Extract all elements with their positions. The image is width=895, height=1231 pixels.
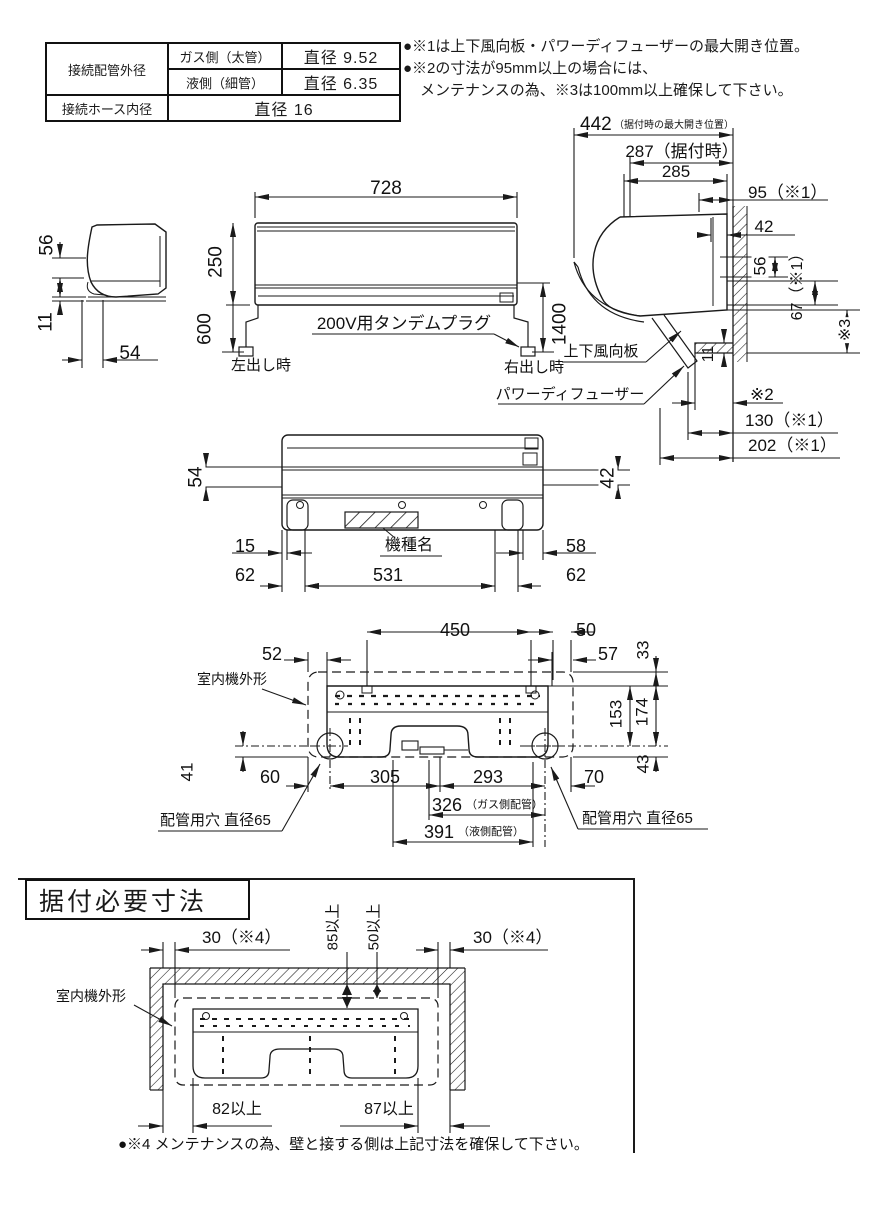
dim-54-left-view: 54 <box>119 343 141 364</box>
dim-62-right: 62 <box>565 565 587 585</box>
unit-outline-label-plate: 室内機外形 <box>197 671 267 687</box>
dim-250: 250 <box>205 246 227 278</box>
liquid-row-label: 液側（細管） <box>167 68 283 96</box>
pipe-hole-label-right: 配管用穴 直径65 <box>582 810 693 827</box>
dim-11-right-view: 11 <box>700 345 717 363</box>
dim-293: 293 <box>472 767 504 787</box>
dim-note2: ※2 <box>750 385 774 404</box>
dim-62-left: 62 <box>234 565 256 585</box>
liquid-row-value: 直径 6.35 <box>281 68 401 96</box>
dim-33: 33 <box>633 640 653 660</box>
install-section-title: 据付必要寸法 <box>39 887 208 916</box>
group-side-right-view <box>498 128 860 465</box>
dim-305: 305 <box>369 767 401 787</box>
note-1: ●※1は上下風向板・パワーディフューザーの最大開き位置。 <box>403 38 810 55</box>
dim-70: 70 <box>583 767 605 787</box>
dim-326-note: （ガス側配管） <box>466 799 543 811</box>
plug-label: 200V用タンデムプラグ <box>316 314 492 333</box>
dim-326: 326 <box>432 795 463 815</box>
group-rear-view <box>196 434 630 592</box>
unit-outline-label-install: 室内機外形 <box>56 988 126 1004</box>
note-2: ●※2の寸法が95mm以上の場合には、 <box>403 59 658 77</box>
right-outlet-label: 右出し時 <box>503 359 565 376</box>
dim-50-min: 50以上 <box>365 903 383 951</box>
pipe-od-label: 接続配管外径 <box>45 42 169 96</box>
dim-56-left-view: 56 <box>36 234 58 256</box>
dim-note3: ※3 <box>837 316 854 344</box>
dim-11-left-view: 11 <box>35 312 57 332</box>
dim-1400: 1400 <box>549 302 571 346</box>
group-front-view <box>222 192 554 357</box>
dim-130: 130（※1） <box>745 411 834 430</box>
model-name-label: 機種名 <box>384 537 434 554</box>
dim-153: 153 <box>606 697 626 731</box>
diffuser-label: パワーディフューザー <box>495 386 645 403</box>
dim-30-right: 30（※4） <box>473 928 553 947</box>
dim-287: 287（据付時） <box>625 142 739 161</box>
dim-57: 57 <box>597 644 619 664</box>
dim-42-right-view: 42 <box>754 217 774 236</box>
dim-391-note: （液側配管） <box>458 826 524 838</box>
dim-41: 41 <box>177 762 197 782</box>
dim-42-rear: 42 <box>597 465 619 491</box>
pipe-hole-label-left: 配管用穴 直径65 <box>160 812 271 829</box>
dim-30-left: 30（※4） <box>202 928 282 947</box>
install-section-title-box: 据付必要寸法 <box>25 879 250 920</box>
dim-60: 60 <box>259 767 281 787</box>
install-note: ●※4 メンテナンスの為、壁と接する側は上記寸法を確保して下さい。 <box>118 1136 589 1153</box>
dim-52: 52 <box>261 644 283 664</box>
dim-285: 285 <box>661 162 691 181</box>
group-mounting-plate-view <box>158 629 708 847</box>
dim-202: 202（※1） <box>748 436 837 455</box>
dim-450: 450 <box>439 620 471 640</box>
group-side-left-view <box>52 223 167 368</box>
dim-67: 67（※1） <box>789 245 806 321</box>
top-notes: ●※1は上下風向板・パワーディフューザーの最大開き位置。 ●※2の寸法が95mm… <box>403 36 809 101</box>
hose-label: 接続ホース内径 <box>45 94 169 122</box>
dim-58: 58 <box>565 536 587 556</box>
dim-15: 15 <box>234 536 256 556</box>
flap-label: 上下風向板 <box>563 343 639 360</box>
dim-87-min: 87以上 <box>364 1101 414 1118</box>
note-3: メンテナンスの為、※3は100mm以上確保して下さい。 <box>420 81 793 99</box>
dim-442-note: （据付時の最大開き位置） <box>614 120 734 131</box>
dim-728: 728 <box>370 178 402 199</box>
gas-row-label: ガス側（太管） <box>167 42 283 70</box>
dim-85-min: 85以上 <box>324 903 342 951</box>
pipe-spec-table: 接続配管外径 ガス側（太管） 直径 9.52 液側（細管） 直径 6.35 接続… <box>45 42 401 122</box>
dim-82-min: 82以上 <box>212 1101 262 1118</box>
dim-43: 43 <box>633 754 653 774</box>
dim-174: 174 <box>632 695 652 729</box>
gas-row-value: 直径 9.52 <box>281 42 401 70</box>
dim-531: 531 <box>372 565 404 585</box>
dim-95: 95（※1） <box>748 183 828 202</box>
hose-value: 直径 16 <box>167 94 401 122</box>
left-outlet-label: 左出し時 <box>230 357 292 374</box>
dim-50: 50 <box>575 620 597 640</box>
dim-600: 600 <box>194 313 216 345</box>
dim-54-rear: 54 <box>185 464 207 490</box>
dim-391: 391 <box>424 822 455 842</box>
dim-56-right-view: 56 <box>750 254 770 278</box>
dim-442: 442 <box>580 114 612 135</box>
